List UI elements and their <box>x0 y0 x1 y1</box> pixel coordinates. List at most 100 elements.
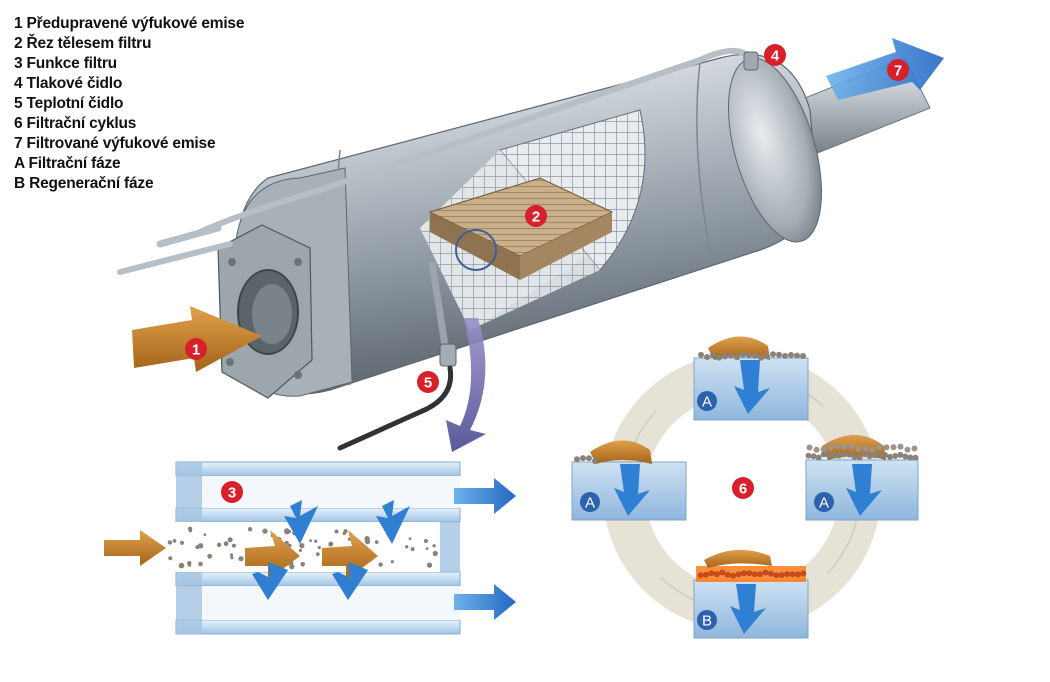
soot-particle <box>289 564 295 570</box>
soot-particle <box>764 353 770 360</box>
soot-particle <box>298 548 302 553</box>
soot-particle <box>698 351 704 358</box>
soot-particle <box>876 444 883 451</box>
soot-particle <box>425 547 429 550</box>
soot-particle <box>773 572 780 579</box>
soot-particle <box>364 538 371 545</box>
soot-particle <box>167 540 173 545</box>
soot-particle <box>789 571 796 578</box>
soot-particle <box>770 351 776 358</box>
soot-particle <box>433 552 437 557</box>
soot-particle <box>203 533 207 536</box>
soot-particle <box>315 552 320 556</box>
soot-particle <box>342 531 346 536</box>
numbered-circle-icon <box>525 205 547 227</box>
soot-particle <box>574 456 580 463</box>
soot-particle <box>836 452 843 459</box>
soot-particle <box>207 553 213 559</box>
soot-particle <box>708 570 715 577</box>
callout-label: 2 <box>532 209 540 226</box>
soot-particle <box>800 353 806 359</box>
callout-1: 1 <box>185 338 207 360</box>
callout-4: 4 <box>764 44 786 66</box>
cycle-phase-bottom: B <box>693 549 809 639</box>
soot-particle <box>179 540 185 545</box>
soot-particle <box>374 540 379 544</box>
soot-particle <box>410 547 415 552</box>
soot-particle <box>227 537 233 543</box>
soot-particle <box>168 556 173 561</box>
soot-particle <box>188 529 193 533</box>
soot-particle <box>299 543 305 549</box>
soot-particle <box>848 443 855 450</box>
soot-particle <box>794 571 801 578</box>
callout-label: 4 <box>771 48 780 65</box>
soot-particle <box>734 354 740 361</box>
soot-particle <box>762 569 769 576</box>
soot-particle <box>887 453 893 460</box>
soot-particle <box>794 352 800 359</box>
soot-particle <box>432 544 436 548</box>
filter-function-detail <box>167 461 461 635</box>
soot-particle <box>426 562 433 568</box>
soot-particle <box>238 556 244 562</box>
phase-label: A <box>585 495 595 512</box>
soot-particle <box>198 561 203 567</box>
soot-particle <box>746 570 753 577</box>
soot-particle <box>897 443 904 450</box>
soot-particle <box>716 354 722 361</box>
soot-particle <box>861 451 868 458</box>
soot-particle <box>767 570 774 577</box>
soot-particle <box>231 543 236 548</box>
detail-flow-arrow <box>446 318 486 452</box>
soot-particle <box>730 572 737 579</box>
soot-particle <box>314 539 318 543</box>
soot-particle <box>172 539 177 543</box>
soot-particle <box>423 539 428 543</box>
soot-particle <box>855 445 862 452</box>
legend-item: 4 Tlakové čidlo <box>14 75 123 92</box>
soot-particle <box>408 537 412 540</box>
soot-particle <box>784 571 791 578</box>
soot-particle <box>195 545 200 550</box>
callout-label: 7 <box>894 63 902 80</box>
callout-label: 5 <box>424 375 432 392</box>
soot-particle <box>758 354 764 361</box>
soot-particle <box>881 451 888 458</box>
numbered-circle-icon <box>417 371 439 393</box>
numbered-circle-icon <box>732 477 754 499</box>
legend-item: 2 Řez tělesem filtru <box>14 35 152 52</box>
soot-particle <box>883 444 890 451</box>
soot-particle <box>782 352 788 359</box>
soot-particle <box>805 452 812 459</box>
cycle-phase-top: A <box>693 336 809 421</box>
soot-particle <box>820 446 827 453</box>
soot-particle <box>862 445 869 452</box>
soot-particle <box>856 454 863 461</box>
numbered-circle-icon <box>887 59 909 81</box>
soot-particle <box>800 570 807 577</box>
soot-particle <box>866 453 873 460</box>
soot-particle <box>719 569 726 576</box>
soot-particle <box>871 452 878 459</box>
callout-label: 6 <box>739 481 747 498</box>
soot-particle <box>334 529 339 534</box>
soot-particle <box>300 562 306 567</box>
soot-particle <box>897 451 904 458</box>
soot-particle <box>904 446 911 453</box>
soot-particle <box>752 352 758 359</box>
soot-particle <box>262 528 268 534</box>
soot-particle <box>309 539 312 542</box>
callout-2: 2 <box>525 205 547 227</box>
soot-particle <box>841 443 848 450</box>
callout-7: 7 <box>887 59 909 81</box>
soot-particle <box>328 541 334 547</box>
detail-outlet-arrow-icon <box>454 584 516 620</box>
soot-particle <box>841 451 848 458</box>
soot-particle <box>911 445 918 452</box>
soot-particle <box>703 571 710 578</box>
detail-outlet-arrow-icon <box>454 478 516 514</box>
soot-particle <box>902 453 909 460</box>
soot-particle <box>869 446 876 453</box>
